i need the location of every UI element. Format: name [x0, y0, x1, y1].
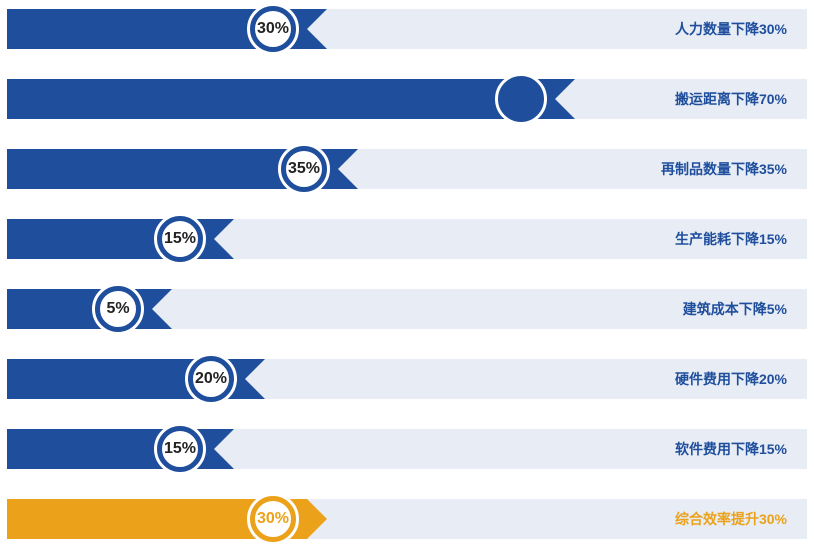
value-badge-label: 15%: [159, 218, 201, 260]
bar-row: 30% 综合效率提升30%: [7, 493, 807, 545]
value-badge: 35%: [278, 143, 330, 195]
bar: [7, 289, 172, 329]
value-badge-label: 20%: [190, 358, 232, 400]
bar-row: 30% 人力数量下降30%: [7, 3, 807, 55]
value-badge-label: 30%: [252, 498, 294, 540]
value-badge: 15%: [154, 423, 206, 475]
value-badge-label: 30%: [252, 8, 294, 50]
value-badge: 5%: [92, 283, 144, 335]
value-badge: 30%: [247, 3, 299, 55]
row-label: 生产能耗下降15%: [674, 231, 787, 247]
value-badge: 30%: [247, 493, 299, 545]
bar: [7, 79, 575, 119]
value-badge-label: 35%: [283, 148, 325, 190]
value-badge: 20%: [185, 353, 237, 405]
bar-row: 20% 硬件费用下降20%: [7, 353, 807, 405]
value-badge-label: 15%: [159, 428, 201, 470]
value-badge: [495, 73, 547, 125]
value-badge: 15%: [154, 213, 206, 265]
row-label: 软件费用下降15%: [674, 441, 787, 457]
row-label: 建筑成本下降5%: [682, 301, 787, 317]
bar-row: 15% 生产能耗下降15%: [7, 213, 807, 265]
bar-row: 搬运距离下降70%: [7, 73, 807, 125]
bar-row: 35% 再制品数量下降35%: [7, 143, 807, 195]
value-badge-fill: [500, 78, 542, 120]
row-label: 硬件费用下降20%: [674, 371, 787, 387]
bar-row: 5% 建筑成本下降5%: [7, 283, 807, 335]
value-badge-label: 5%: [97, 288, 139, 330]
row-label: 人力数量下降30%: [674, 21, 787, 37]
row-label: 综合效率提升30%: [674, 511, 787, 527]
bar-row: 15% 软件费用下降15%: [7, 423, 807, 475]
row-label: 搬运距离下降70%: [674, 91, 787, 107]
row-label: 再制品数量下降35%: [660, 161, 787, 177]
